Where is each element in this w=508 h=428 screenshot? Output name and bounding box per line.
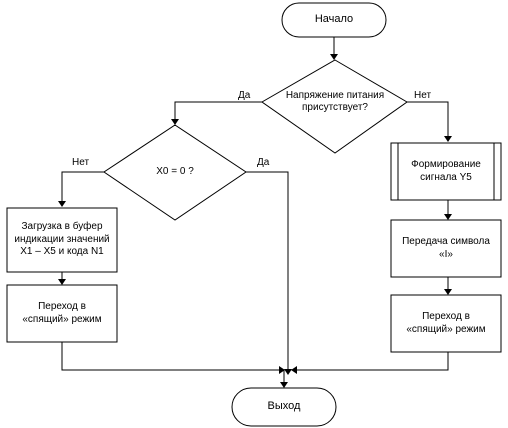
load-buffer-box xyxy=(6,207,118,273)
sleep-right-label: Переход в «спящий» режим xyxy=(406,311,486,335)
x0-yes-label: Да xyxy=(257,157,270,168)
power-check-label: Напряжение питания присутствует? xyxy=(285,89,385,114)
x0-check-diamond xyxy=(103,124,247,221)
start-label: Начало xyxy=(314,13,354,26)
connector-lines xyxy=(58,37,452,388)
power-yes-label: Да xyxy=(238,90,251,101)
sleep-left-label: Переход в «спящий» режим xyxy=(22,301,102,325)
send-symbol-box xyxy=(390,219,502,278)
exit-label: Выход xyxy=(267,400,301,413)
form-signal-label: Формирование сигнала Y5 xyxy=(411,159,481,183)
form-signal-box xyxy=(390,142,502,201)
power-check-diamond xyxy=(261,59,408,154)
send-symbol-label: Передача символа «I» xyxy=(402,236,490,260)
sleep-left-box xyxy=(6,284,118,343)
power-no-label: Нет xyxy=(414,90,432,101)
x0-no-label: Нет xyxy=(72,157,90,168)
x0-check-label: X0 = 0 ? xyxy=(156,165,194,177)
sleep-right-box xyxy=(390,294,502,353)
load-buffer-label: Загрузка в буфер индикации значений X1 –… xyxy=(14,221,110,258)
